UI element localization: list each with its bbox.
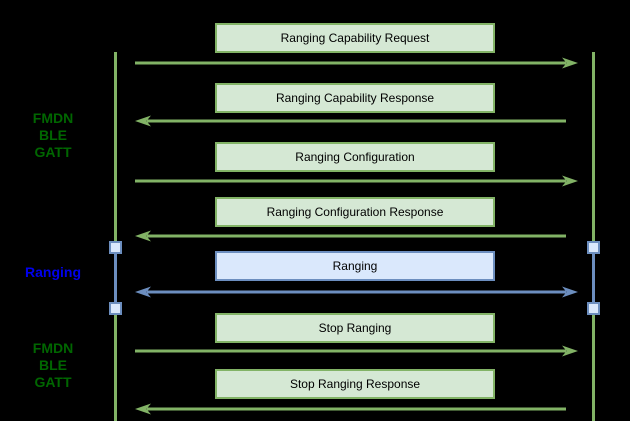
arrow-left-stop-ranging-response [135, 403, 566, 415]
ranging-end-node-right [587, 302, 600, 315]
lifeline-right [592, 52, 595, 421]
section-label-fmdn-ble-gatt-bottom: FMDN BLE GATT [0, 340, 106, 391]
message-label: Ranging Configuration Response [266, 205, 444, 219]
lifeline-left [114, 52, 117, 421]
section-label-fmdn-ble-gatt-top: FMDN BLE GATT [0, 110, 106, 161]
message-label: Ranging Configuration [295, 150, 415, 164]
ranging-end-node-left [109, 302, 122, 315]
section-label-line: FMDN [32, 340, 74, 356]
section-label-line: GATT [34, 144, 72, 160]
ranging-start-node-right [587, 241, 600, 254]
section-label-line: Ranging [25, 264, 81, 280]
arrow-right-ranging-capability-request [135, 57, 578, 69]
message-box-ranging-configuration: Ranging Configuration [215, 142, 495, 172]
message-box-ranging: Ranging [215, 251, 495, 281]
message-box-stop-ranging: Stop Ranging [215, 313, 495, 343]
ranging-start-node-left [109, 241, 122, 254]
lifeline-left-ranging-segment [114, 246, 117, 309]
message-label: Stop Ranging Response [289, 377, 421, 391]
message-label: Ranging [332, 259, 378, 273]
section-label-line: BLE [39, 357, 67, 373]
lifeline-right-ranging-segment [592, 246, 595, 309]
message-box-ranging-configuration-response: Ranging Configuration Response [215, 197, 495, 227]
message-label: Stop Ranging [318, 321, 392, 335]
section-label-line: GATT [34, 374, 72, 390]
arrow-right-stop-ranging [135, 345, 578, 357]
message-box-stop-ranging-response: Stop Ranging Response [215, 369, 495, 399]
arrow-right-ranging-configuration [135, 175, 578, 187]
arrow-both-ranging [135, 286, 578, 298]
arrow-left-ranging-configuration-response [135, 230, 566, 242]
arrow-left-ranging-capability-response [135, 115, 566, 127]
message-box-ranging-capability-request: Ranging Capability Request [215, 23, 495, 53]
section-label-line: FMDN [32, 110, 74, 126]
section-label-line: BLE [39, 127, 67, 143]
message-box-ranging-capability-response: Ranging Capability Response [215, 83, 495, 113]
section-label-ranging: Ranging [0, 264, 106, 281]
message-label: Ranging Capability Response [275, 91, 435, 105]
message-label: Ranging Capability Request [280, 31, 430, 45]
